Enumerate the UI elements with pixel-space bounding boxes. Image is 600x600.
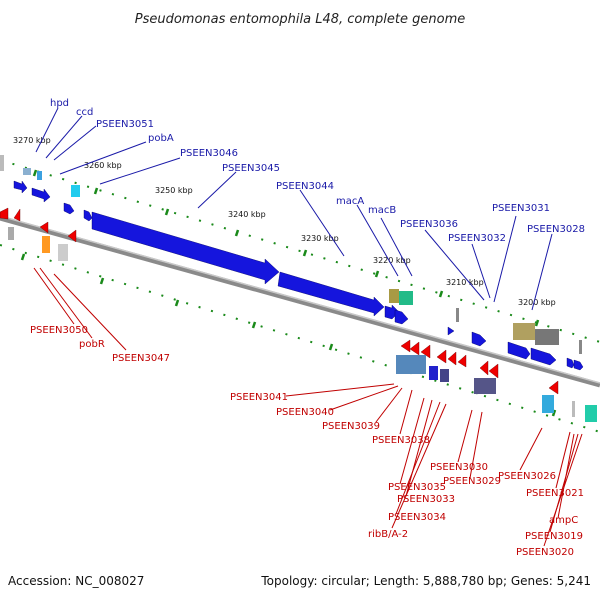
gene-arrow — [507, 341, 531, 360]
gene-label-maca[interactable]: macA — [336, 196, 364, 207]
gene-label-pseen3031[interactable]: PSEEN3031 — [492, 203, 550, 214]
tick-label: 3270 kbp — [13, 136, 51, 145]
minus-leader-lines — [33, 267, 583, 547]
gene-arrow — [67, 229, 77, 243]
gene-label-pseen3030[interactable]: PSEEN3030 — [430, 462, 488, 473]
gene-arrow — [13, 208, 21, 222]
gene-label-pseen3041[interactable]: PSEEN3041 — [230, 392, 288, 403]
gene-label-ampc[interactable]: ampC — [549, 515, 578, 526]
gene-label-pseen3046[interactable]: PSEEN3046 — [180, 148, 238, 159]
inner-tick-rail — [0, 244, 600, 433]
gene-label-pseen3035[interactable]: PSEEN3035 — [388, 482, 446, 493]
gene-label-pseen3051[interactable]: PSEEN3051 — [96, 119, 154, 130]
gene-arrow — [83, 209, 93, 222]
map-title: Pseudomonas entomophila L48, complete ge… — [135, 12, 466, 27]
gene-label-pseen3039[interactable]: PSEEN3039 — [322, 421, 380, 432]
tick-label: 3240 kbp — [228, 210, 266, 219]
gene-arrow — [566, 357, 575, 369]
tick-label: 3210 kbp — [446, 278, 484, 287]
tick-label: 3230 kbp — [301, 234, 339, 243]
outer-tick-rail — [0, 159, 600, 343]
tick-label: 3220 kbp — [373, 256, 411, 265]
gene-label-ccd[interactable]: ccd — [76, 107, 93, 118]
gene-arrow — [479, 360, 489, 376]
gene-label-poba[interactable]: pobA — [148, 133, 174, 144]
gene-label-pobr[interactable]: pobR — [79, 339, 105, 350]
tick-label: 3250 kbp — [155, 186, 193, 195]
genome-backbone-highlight — [0, 215, 600, 384]
gene-arrow — [39, 221, 49, 234]
accession-text: Accession: NC_008027 — [8, 574, 144, 588]
gene-arrow — [488, 363, 499, 379]
gene-label-pseen3026[interactable]: PSEEN3026 — [498, 471, 556, 482]
gene-label-pseen3040[interactable]: PSEEN3040 — [276, 407, 334, 418]
minus-strand-labels: PSEEN3050 pobR PSEEN3047 PSEEN3041 PSEEN… — [30, 325, 584, 558]
gene-arrow — [409, 341, 420, 356]
gene-label-pseen3020[interactable]: PSEEN3020 — [516, 547, 574, 558]
gene-label-pseen3036[interactable]: PSEEN3036 — [400, 219, 458, 230]
gene-label-pseen3038[interactable]: PSEEN3038 — [372, 435, 430, 446]
gene-label-pseen3045[interactable]: PSEEN3045 — [222, 163, 280, 174]
gene-label-pseen3032[interactable]: PSEEN3032 — [448, 233, 506, 244]
gene-label-pseen3029[interactable]: PSEEN3029 — [443, 476, 501, 487]
gene-label-ribb-a-2[interactable]: ribB/A-2 — [368, 529, 408, 540]
gene-arrow — [31, 187, 51, 203]
gene-arrow — [13, 180, 28, 194]
gene-label-pseen3034[interactable]: PSEEN3034 — [388, 512, 446, 523]
gene-label-hpd[interactable]: hpd — [50, 98, 69, 109]
gene-arrow — [447, 351, 457, 366]
topology-text: Topology: circular; Length: 5,888,780 bp… — [260, 574, 591, 588]
gene-arrow — [548, 380, 559, 395]
gene-label-pseen3019[interactable]: PSEEN3019 — [525, 531, 583, 542]
gene-arrow — [573, 359, 584, 371]
gene-arrow — [530, 347, 557, 366]
plus-leader-lines — [35, 107, 553, 311]
gene-label-macb[interactable]: macB — [368, 205, 396, 216]
gene-arrow — [63, 202, 75, 215]
plus-strand-genes — [13, 180, 584, 371]
gene-arrow — [447, 326, 455, 336]
tick-label: 3260 kbp — [84, 161, 122, 170]
gene-arrow — [436, 349, 447, 364]
gene-arrow — [277, 271, 385, 317]
gene-arrow — [394, 309, 409, 325]
gene-arrow — [400, 339, 411, 353]
minus-strand-genes — [0, 207, 559, 395]
genome-backbone — [0, 215, 600, 388]
gene-label-pseen3021[interactable]: PSEEN3021 — [526, 488, 584, 499]
gene-arrow — [0, 207, 9, 220]
gene-arrow — [457, 354, 467, 368]
gene-arrow — [471, 331, 487, 347]
plus-strand-labels: hpd ccd PSEEN3051 pobA PSEEN3046 PSEEN30… — [50, 98, 585, 244]
minus-feature-boxes — [8, 227, 597, 422]
gene-label-pseen3028[interactable]: PSEEN3028 — [527, 224, 585, 235]
tick-label: 3200 kbp — [518, 298, 556, 307]
gene-arrow — [91, 211, 280, 285]
gene-label-pseen3047[interactable]: PSEEN3047 — [112, 353, 170, 364]
gene-label-pseen3044[interactable]: PSEEN3044 — [276, 181, 334, 192]
gene-label-pseen3033[interactable]: PSEEN3033 — [397, 494, 455, 505]
gene-label-pseen3050[interactable]: PSEEN3050 — [30, 325, 88, 336]
plus-feature-boxes — [0, 155, 582, 354]
